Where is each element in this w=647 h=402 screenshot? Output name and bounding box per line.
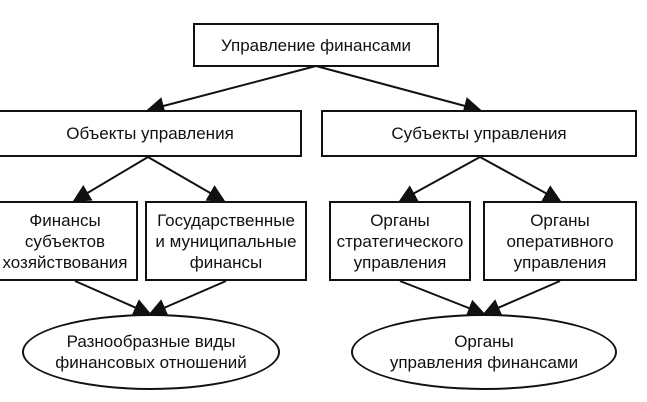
node-financial-management-bodies: Органы управления финансами bbox=[351, 314, 617, 390]
arrow-state-finance-to-relations bbox=[148, 280, 227, 316]
node-label-line: субъектов bbox=[24, 231, 106, 251]
node-label-line: стратегического bbox=[336, 231, 464, 251]
node-label-line: Органы bbox=[530, 210, 590, 230]
node-label-line: управления bbox=[353, 252, 447, 272]
node-label-line: Управление финансами bbox=[220, 35, 412, 55]
arrow-operative-to-fin-mgmt bbox=[482, 280, 561, 316]
node-label-line: управления финансами bbox=[389, 353, 579, 372]
arrow-subjects-to-strategic bbox=[398, 156, 481, 202]
node-label-line: Органы bbox=[454, 332, 514, 351]
arrow-root-to-objects bbox=[146, 65, 317, 115]
node-label-line: финансовых отношений bbox=[55, 353, 247, 372]
node-objects: Объекты управления bbox=[0, 110, 302, 157]
arrow-objects-to-fin-entities bbox=[72, 156, 149, 202]
node-subjects: Субъекты управления bbox=[321, 110, 637, 157]
node-label-line: управления bbox=[513, 252, 607, 272]
node-label-line: Разнообразные виды bbox=[66, 332, 236, 351]
node-label-line: хозяйствования bbox=[2, 252, 128, 272]
node-label-line: Органы bbox=[370, 210, 430, 230]
arrow-strategic-to-fin-mgmt bbox=[399, 280, 486, 317]
node-label-line: Субъекты управления bbox=[391, 124, 567, 143]
node-label-line: финансы bbox=[189, 252, 263, 272]
node-label-line: оперативного bbox=[506, 231, 614, 251]
node-label-line: Объекты управления bbox=[66, 124, 234, 143]
arrow-root-to-subjects bbox=[315, 65, 482, 115]
arrow-subjects-to-operative bbox=[479, 156, 562, 202]
node-financial-relations: Разнообразные виды финансовых отношений bbox=[22, 314, 280, 390]
node-label-line: Государственные bbox=[157, 210, 295, 230]
node-label-line: Финансы bbox=[29, 210, 101, 230]
arrow-objects-to-state-finance bbox=[147, 156, 226, 202]
node-root: Управление финансами bbox=[193, 23, 439, 67]
node-label-line: и муниципальные bbox=[155, 231, 297, 251]
arrow-fin-entities-to-relations bbox=[74, 280, 152, 316]
